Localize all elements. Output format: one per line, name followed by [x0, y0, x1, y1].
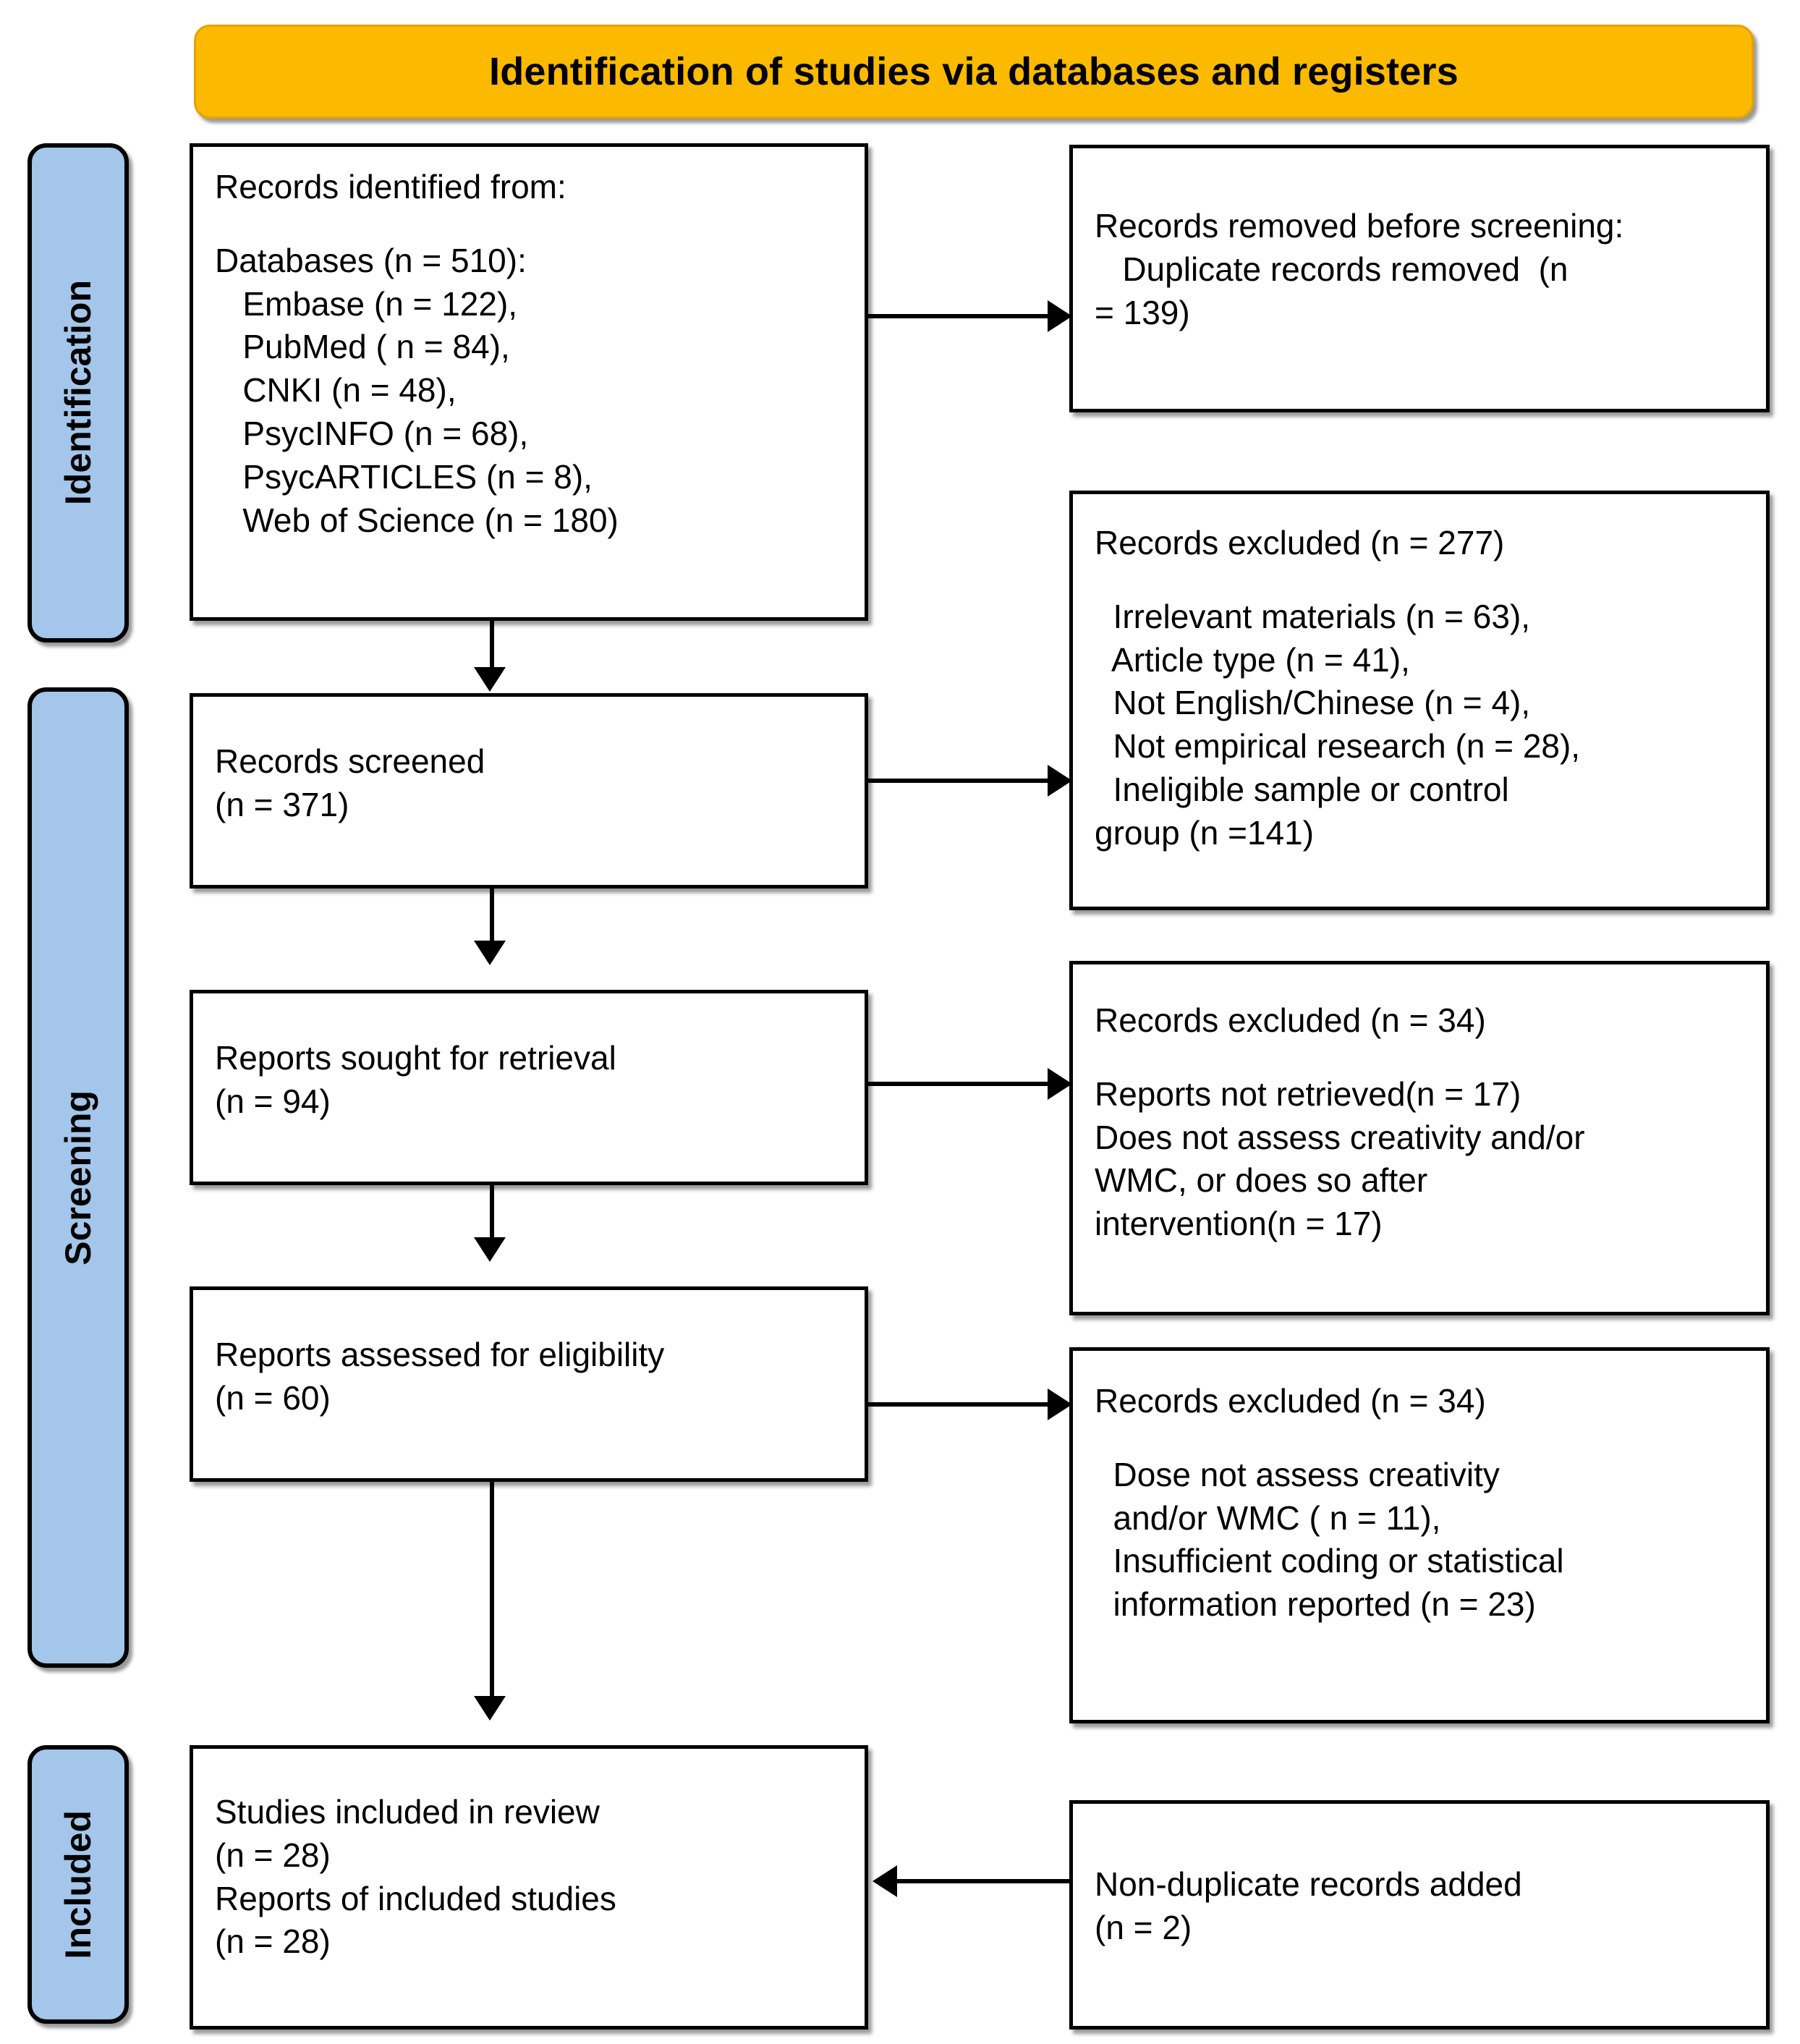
connector-identified-to-removed	[868, 314, 1049, 318]
reports-sought-line: (n = 94)	[215, 1082, 331, 1120]
records-excluded-34a-line: intervention(n = 17)	[1095, 1205, 1383, 1243]
records-identified-line: PsycARTICLES (n = 8),	[215, 457, 593, 496]
box-records-screened: Records screened (n = 371)	[190, 693, 868, 889]
records-excluded-34b-line: information reported (n = 23)	[1095, 1585, 1536, 1624]
records-excluded-34a-line: Does not assess creativity and/or	[1095, 1118, 1585, 1156]
arrow-right-icon	[1048, 1388, 1072, 1420]
box-records-excluded-34-eligibility: Records excluded (n = 34) Dose not asses…	[1069, 1347, 1770, 1723]
studies-included-line: Studies included in review	[215, 1793, 600, 1831]
box-reports-assessed: Reports assessed for eligibility (n = 60…	[190, 1286, 868, 1482]
records-excluded-277-line: Ineligible sample or control	[1095, 770, 1509, 808]
arrow-right-icon	[1048, 1068, 1072, 1100]
non-duplicate-line: (n = 2)	[1095, 1908, 1192, 1946]
box-records-excluded-34-retrieval: Records excluded (n = 34) Reports not re…	[1069, 961, 1770, 1315]
studies-included-line: (n = 28)	[215, 1922, 331, 1961]
records-excluded-34a-heading: Records excluded (n = 34)	[1095, 1001, 1486, 1039]
arrow-down-icon	[474, 667, 506, 692]
records-identified-line: PsycINFO (n = 68),	[215, 414, 529, 452]
records-excluded-277-line: group (n =141)	[1095, 813, 1315, 852]
diagram-title: Identification of studies via databases …	[489, 50, 1459, 93]
records-identified-line: PubMed ( n = 84),	[215, 328, 510, 366]
stage-bar-screening: Screening	[27, 687, 129, 1668]
records-removed-heading-plain: Records removed	[1095, 207, 1367, 245]
records-identified-line: Databases (n = 510):	[215, 241, 527, 279]
diagram-title-banner: Identification of studies via databases …	[194, 25, 1754, 119]
records-excluded-277-line: Irrelevant materials (n = 63),	[1095, 597, 1531, 635]
records-identified-line: Embase (n = 122),	[215, 284, 518, 323]
connector-assessed-to-included	[490, 1482, 494, 1699]
records-excluded-34b-heading: Records excluded (n = 34)	[1095, 1382, 1486, 1420]
records-removed-heading: Records removed before screening:	[1095, 205, 1749, 248]
records-excluded-277-heading: Records excluded (n = 277)	[1095, 524, 1505, 561]
connector-identified-to-screened	[490, 621, 494, 670]
records-identified-line: Web of Science (n = 180)	[215, 501, 619, 539]
arrow-down-icon	[474, 1696, 506, 1721]
connector-screened-to-sought	[490, 889, 494, 945]
records-excluded-34b-line: and/or WMC ( n = 11),	[1095, 1498, 1441, 1537]
records-removed-line: Duplicate records removed (n	[1095, 250, 1568, 288]
box-reports-sought: Reports sought for retrieval (n = 94)	[190, 990, 868, 1185]
records-excluded-277-line: Not empirical research (n = 28),	[1095, 727, 1581, 766]
records-screened-line: Records screened	[215, 742, 485, 780]
stage-label-included: Included	[58, 1810, 98, 1959]
records-removed-line: = 139)	[1095, 293, 1190, 331]
non-duplicate-line: Non-duplicate records added	[1095, 1865, 1522, 1903]
reports-assessed-line: (n = 60)	[215, 1378, 331, 1417]
connector-assessed-to-excluded34b	[868, 1402, 1049, 1407]
box-records-identified: Records identified from: Databases (n = …	[190, 143, 868, 621]
stage-label-identification: Identification	[58, 280, 98, 506]
studies-included-line: (n = 28)	[215, 1836, 331, 1874]
reports-sought-line: Reports sought for retrieval	[215, 1039, 616, 1077]
stage-bar-identification: Identification	[27, 143, 129, 643]
box-records-removed-before-screening: Records removed before screening: Duplic…	[1069, 145, 1770, 412]
records-identified-line: CNKI (n = 48),	[215, 371, 457, 410]
connector-nonduplicate-to-included	[897, 1879, 1071, 1883]
records-excluded-34a-line: WMC, or does so after	[1095, 1161, 1428, 1200]
connector-sought-to-excluded34a	[868, 1082, 1049, 1086]
records-excluded-277-line: Article type (n = 41),	[1095, 640, 1410, 679]
arrow-right-icon	[1048, 765, 1072, 797]
arrow-down-icon	[474, 941, 506, 965]
records-screened-line: (n = 371)	[215, 785, 349, 823]
connector-screened-to-excluded277	[868, 779, 1049, 783]
records-removed-heading-italic: before screening	[1366, 207, 1615, 245]
reports-assessed-line: Reports assessed for eligibility	[215, 1336, 665, 1373]
records-excluded-34b-line: Insufficient coding or statistical	[1095, 1542, 1564, 1580]
arrow-right-icon	[1048, 300, 1072, 332]
stage-bar-included: Included	[27, 1745, 129, 2024]
records-removed-heading-tail: :	[1614, 207, 1624, 245]
box-non-duplicate-added: Non-duplicate records added (n = 2)	[1069, 1800, 1770, 2030]
records-excluded-34a-line: Reports not retrieved(n = 17)	[1095, 1074, 1521, 1113]
records-excluded-277-line: Not English/Chinese (n = 4),	[1095, 684, 1531, 722]
box-studies-included: Studies included in review (n = 28) Repo…	[190, 1745, 868, 2030]
studies-included-line: Reports of included studies	[215, 1879, 616, 1917]
records-identified-heading: Records identified from:	[215, 168, 566, 205]
records-excluded-34b-line: Dose not assess creativity	[1095, 1455, 1500, 1493]
arrow-down-icon	[474, 1237, 506, 1262]
connector-sought-to-assessed	[490, 1185, 494, 1242]
box-records-excluded-277: Records excluded (n = 277) Irrelevant ma…	[1069, 491, 1770, 910]
stage-label-screening: Screening	[58, 1090, 98, 1265]
arrow-left-icon	[873, 1865, 897, 1897]
